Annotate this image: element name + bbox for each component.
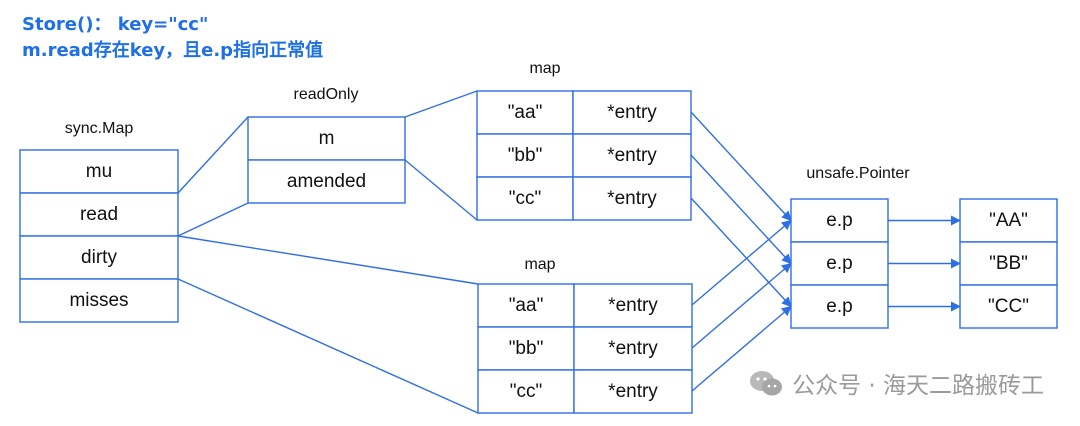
pointers-title: unsafe.Pointer	[806, 165, 910, 182]
read-map-key-cell	[476, 176, 574, 221]
dirty-map-key-cell	[477, 369, 575, 414]
read-map-value-label: *entry	[607, 145, 657, 166]
read-map-key-label: "bb"	[508, 145, 543, 166]
arrow-read-bb-to-pointer	[690, 154, 792, 265]
read-map-title: map	[529, 60, 561, 77]
read-map-value-cell	[572, 176, 692, 221]
arrow-read-cc-to-pointer	[690, 197, 792, 308]
link-dirty-to-map-bottom	[177, 278, 479, 414]
read-map-key-label: "cc"	[509, 188, 542, 209]
value-label: "BB"	[989, 253, 1028, 274]
readonly-field-label: amended	[287, 171, 366, 192]
arrow-read-aa-to-pointer	[690, 111, 792, 222]
syncmap-field-read	[19, 192, 179, 237]
readonly-field-label: m	[319, 128, 335, 149]
link-readonly-m-to-map-bottom	[404, 159, 478, 221]
dirty-map-value-cell	[573, 369, 693, 414]
readonly-field-amended	[247, 159, 406, 204]
arrow-dirty-aa-to-pointer	[691, 219, 792, 306]
dirty-map-value-label: *entry	[608, 381, 658, 402]
header-line-2: m.read存在key，且e.p指向正常值	[22, 40, 324, 61]
syncmap-field-misses	[19, 278, 179, 323]
link-dirty-to-map-top	[177, 235, 479, 285]
read-map-key-cell	[476, 133, 574, 178]
value-label: "AA"	[989, 210, 1028, 231]
pointer-label: e.p	[826, 253, 852, 274]
link-readonly-m-to-map-top	[404, 90, 478, 118]
link-read-to-readonly-bottom	[177, 202, 249, 237]
dirty-map-key-label: "cc"	[510, 381, 543, 402]
dirty-map-title: map	[524, 256, 556, 273]
value-cell	[959, 284, 1058, 329]
header-line-1: Store()： key="cc"	[22, 14, 209, 35]
syncmap-field-label: misses	[69, 290, 128, 311]
read-map-value-label: *entry	[607, 102, 657, 123]
dirty-map-key-label: "aa"	[509, 295, 544, 316]
syncmap-field-mu	[19, 149, 179, 194]
pointer-cell	[790, 198, 889, 243]
watermark: 公众号 · 海天二路搬砖工	[748, 366, 1044, 400]
read-map-key-label: "aa"	[508, 102, 543, 123]
arrow-dirty-bb-to-pointer	[691, 262, 792, 349]
dirty-map-value-label: *entry	[608, 338, 658, 359]
arrow-dirty-cc-to-pointer	[691, 305, 792, 392]
syncmap-field-label: mu	[86, 161, 112, 182]
dirty-map-value-label: *entry	[608, 295, 658, 316]
syncmap-field-dirty	[19, 235, 179, 280]
link-read-to-readonly-top	[177, 116, 249, 194]
dirty-map-key-label: "bb"	[509, 338, 544, 359]
value-label: "CC"	[988, 296, 1029, 317]
dirty-map-value-cell	[573, 283, 693, 328]
syncmap-field-label: read	[80, 204, 118, 225]
readonly-title: readOnly	[293, 86, 359, 103]
pointer-label: e.p	[826, 296, 852, 317]
syncmap-field-label: dirty	[81, 247, 117, 268]
value-cell	[959, 198, 1058, 243]
pointer-label: e.p	[826, 210, 852, 231]
watermark-text: 公众号 · 海天二路搬砖工	[792, 373, 1044, 399]
syncmap-title: sync.Map	[64, 120, 134, 137]
wechat-icon	[748, 368, 784, 398]
dirty-map-key-cell	[477, 283, 575, 328]
read-map-value-label: *entry	[607, 188, 657, 209]
diagram-header: Store()： key="cc" m.read存在key，且e.p指向正常值	[22, 12, 323, 64]
